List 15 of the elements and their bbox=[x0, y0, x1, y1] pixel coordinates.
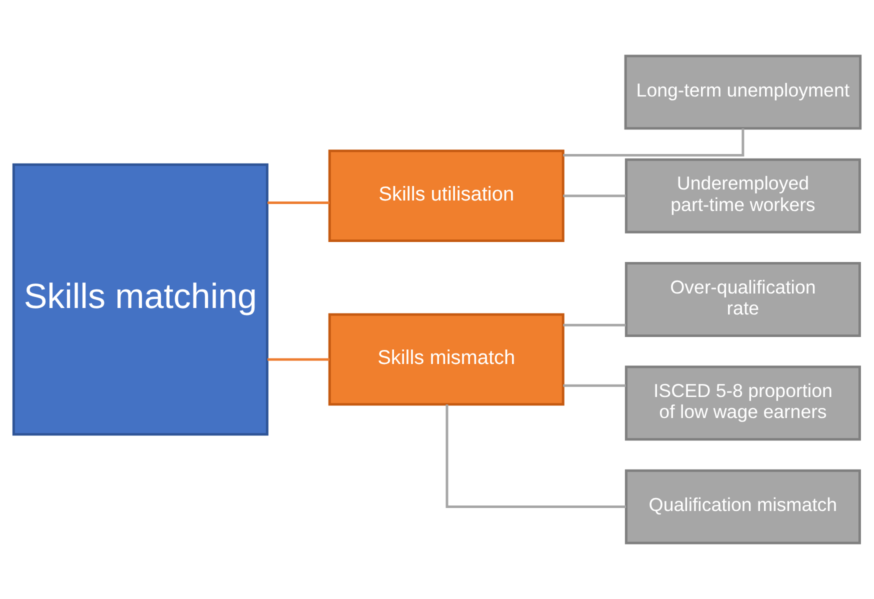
node-box: Skills mismatch bbox=[328, 313, 564, 406]
node-box: Skills matching bbox=[12, 163, 268, 436]
connector bbox=[563, 384, 626, 387]
node-box: Qualification mismatch bbox=[624, 469, 861, 544]
connector bbox=[563, 128, 744, 157]
node-box: Skills utilisation bbox=[328, 150, 564, 242]
connector bbox=[446, 404, 626, 508]
node-box: Long-term unemployment bbox=[624, 54, 862, 130]
connector bbox=[268, 201, 330, 204]
node-box: Over-qualification rate bbox=[624, 262, 861, 337]
connector bbox=[563, 194, 626, 198]
node-box: ISCED 5-8 proportion of low wage earners bbox=[624, 366, 861, 441]
node-box: Underemployed part-time workers bbox=[624, 158, 861, 234]
connector bbox=[563, 324, 626, 326]
connector bbox=[268, 358, 330, 361]
